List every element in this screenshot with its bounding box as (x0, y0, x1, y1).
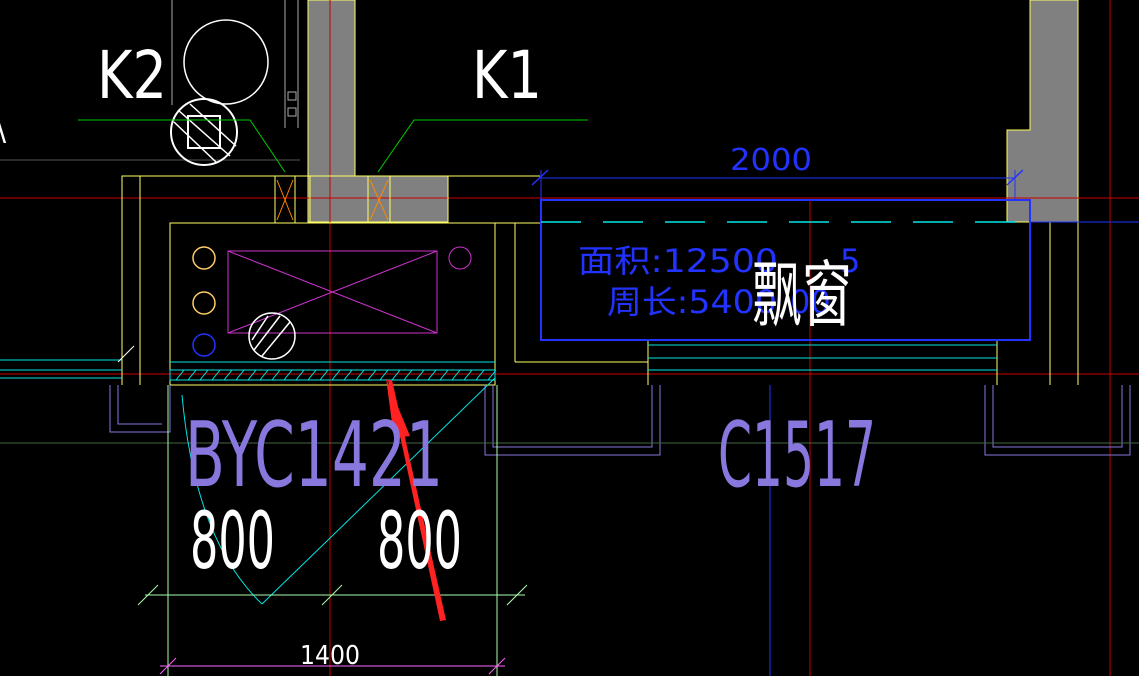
hatch-stroke (259, 369, 269, 381)
hatch-stroke (211, 369, 221, 381)
wall-fills (307, 0, 1079, 223)
red-annotation-arrow (386, 378, 446, 621)
hatch-stroke (379, 369, 389, 381)
hatch-stroke (247, 369, 257, 381)
hatch-stroke (427, 369, 437, 381)
bay-window-outline (531, 169, 1139, 341)
dimension-2000: 2000 (730, 143, 812, 178)
hatch-stroke (295, 369, 305, 381)
yellow-outlines (121, 175, 1079, 386)
hatch-stroke (307, 369, 317, 381)
label-k2: K2 (97, 37, 167, 114)
perimeter-label: 周长:5400 (607, 283, 777, 321)
area-label: 面积:12500 (578, 242, 778, 280)
brace-marks (276, 179, 389, 221)
door-swing (181, 377, 496, 605)
label-k1: K1 (472, 37, 542, 114)
hatch-stroke (187, 369, 197, 381)
hatch-stroke (283, 369, 293, 381)
window-frames (0, 385, 1139, 456)
width-right-800: 800 (377, 497, 462, 587)
hatch-stroke (199, 369, 209, 381)
hatch-stroke (223, 369, 233, 381)
hatch-stroke (403, 369, 413, 381)
lintel-hatch (0, 344, 997, 381)
equipment-outline (0, 0, 300, 161)
dimension-1400: 1400 (300, 641, 360, 671)
hatch-stroke (475, 369, 485, 381)
hatch-stroke (175, 369, 185, 381)
bay-window-label: 飘窗 (752, 253, 852, 337)
hatched-pipe (248, 312, 296, 360)
perimeter-label-suffix: 00 (790, 283, 831, 321)
hatch-stroke (343, 369, 353, 381)
green-leaders (78, 119, 588, 173)
hatch-stroke (487, 369, 497, 381)
hatch-stroke (451, 369, 461, 381)
hatch-stroke (355, 369, 365, 381)
hatch-stroke (235, 369, 245, 381)
hatch-stroke (391, 369, 401, 381)
partial-edge-glyph: \ (0, 113, 7, 148)
hatch-stroke (271, 369, 281, 381)
pipe-circles (192, 246, 216, 357)
dimension-lines (117, 345, 528, 676)
hatch-stroke (331, 369, 341, 381)
hatch-stroke (319, 369, 329, 381)
area-label-suffix: 5 (840, 242, 860, 280)
equipment-box (227, 246, 472, 334)
width-left-800: 800 (190, 497, 275, 587)
window-code-byc1421: BYC1421 (185, 403, 443, 508)
window-code-c1517: C1517 (718, 403, 876, 508)
hatch-stroke (463, 369, 473, 381)
hatch-stroke (439, 369, 449, 381)
hatch-stroke (415, 369, 425, 381)
hatch-stroke (367, 369, 377, 381)
k2-symbol (170, 19, 269, 166)
